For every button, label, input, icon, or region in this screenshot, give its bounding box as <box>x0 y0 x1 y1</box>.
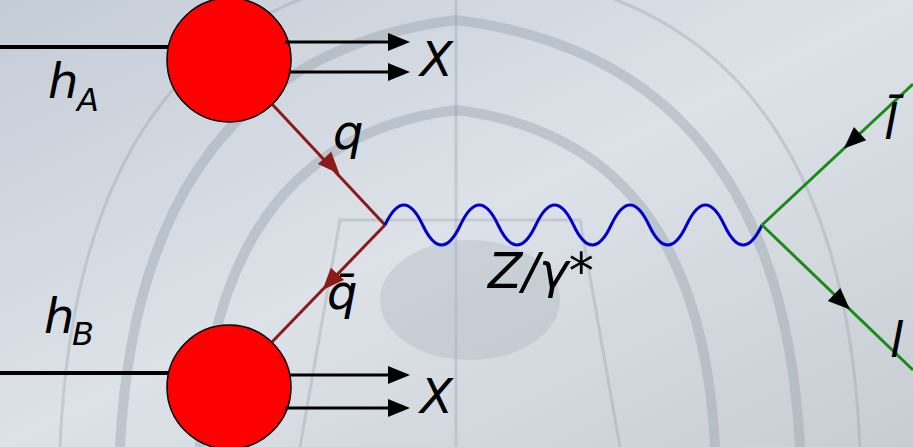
remnant-label: X <box>420 372 453 420</box>
hadron-subscript: B <box>72 318 94 350</box>
antilepton-line <box>762 84 913 225</box>
quark-label: q <box>333 108 363 156</box>
lepton-line <box>762 225 913 370</box>
hadron-blob <box>167 325 291 447</box>
antilepton-label: l̄ <box>884 98 897 146</box>
hadron-line <box>0 45 170 49</box>
hadron-subscript: A <box>77 84 99 116</box>
hadron-line <box>0 371 170 375</box>
boson-propagator <box>385 205 762 245</box>
hadron-label: h <box>48 57 78 105</box>
lepton-label: l <box>890 316 903 364</box>
arrowhead <box>828 288 856 316</box>
remnant-label: X <box>420 35 453 83</box>
antiquark-label: q̄ <box>327 268 357 316</box>
remnant-arrows <box>285 33 410 417</box>
hadron-label: h <box>44 292 74 340</box>
arrowhead <box>318 152 346 180</box>
quark-line <box>272 104 385 225</box>
hadron-blob <box>167 0 291 122</box>
antiquark-line <box>272 225 385 342</box>
arrowhead <box>838 127 866 155</box>
boson-label: Z/γ* <box>488 246 594 296</box>
